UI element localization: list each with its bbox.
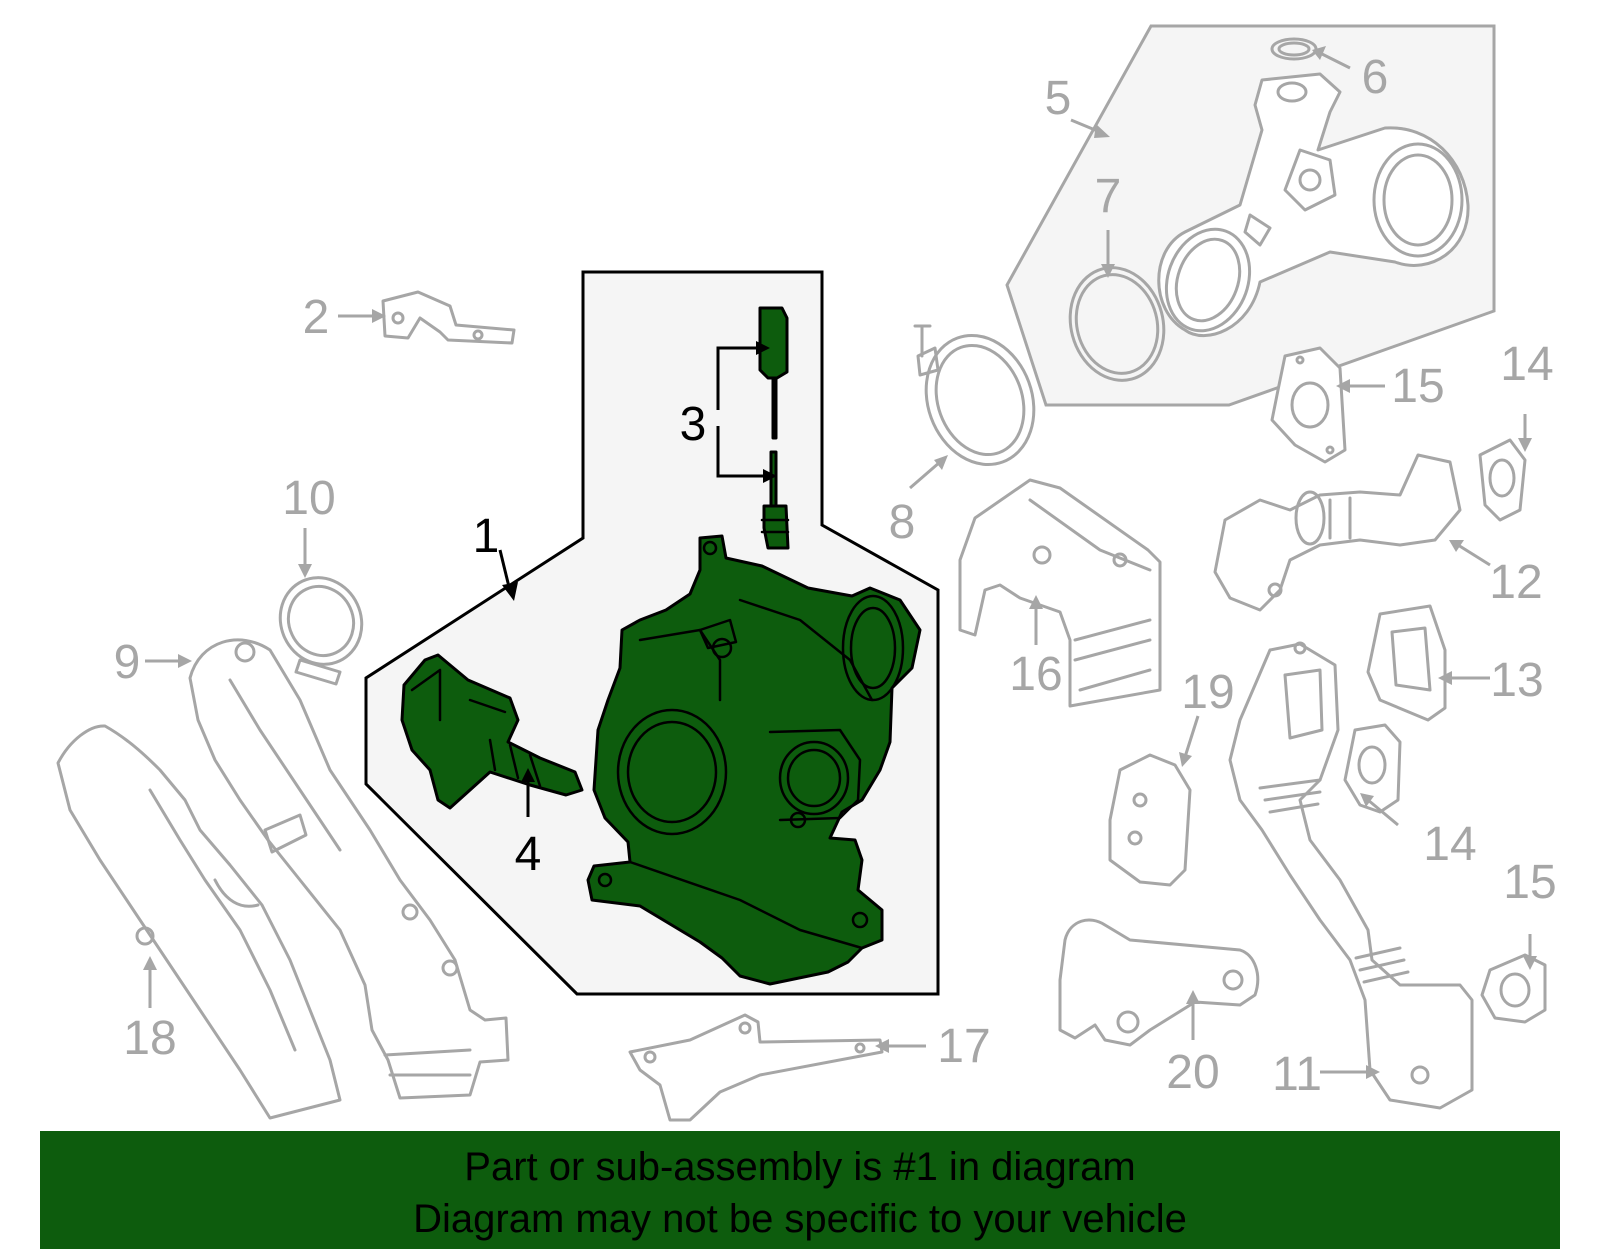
callout-7: 7 xyxy=(1095,170,1122,223)
part-7-gasket-ring[interactable] xyxy=(1058,257,1176,391)
part-16-heat-shield[interactable] xyxy=(958,478,1162,708)
part-11-downpipe[interactable] xyxy=(1228,641,1474,1110)
part-10-clamp[interactable] xyxy=(266,564,376,686)
callout-10: 10 xyxy=(282,472,335,525)
part-13-gasket[interactable] xyxy=(1366,604,1447,722)
part-5-intake-pipe[interactable] xyxy=(1153,72,1470,343)
callout-9: 9 xyxy=(114,636,141,689)
callout-16: 16 xyxy=(1009,648,1062,701)
part-12-exhaust-pipe[interactable] xyxy=(1213,453,1462,612)
part-17-shield-plate[interactable] xyxy=(628,1013,884,1122)
part-15-gasket-lower[interactable] xyxy=(1480,953,1547,1024)
callout-18: 18 xyxy=(123,1012,176,1065)
callout-12: 12 xyxy=(1489,556,1542,609)
callout-6: 6 xyxy=(1362,51,1389,104)
arrowheads xyxy=(143,46,1537,1079)
part-14-gasket-upper[interactable] xyxy=(1478,438,1527,522)
callout-2: 2 xyxy=(303,291,330,344)
part-4-actuator[interactable] xyxy=(400,653,584,810)
notice-banner: Part or sub-assembly is #1 in diagram Di… xyxy=(40,1131,1560,1249)
part-1-turbocharger[interactable] xyxy=(586,534,922,986)
part-2-bracket[interactable] xyxy=(381,290,516,345)
part-18-heat-shield[interactable] xyxy=(56,724,342,1120)
part-15-gasket-upper[interactable] xyxy=(1270,346,1347,464)
callout-11: 11 xyxy=(1272,1048,1322,1101)
leader-lines xyxy=(145,52,1532,1074)
callout-4: 4 xyxy=(515,828,542,881)
notice-line-part-number: Part or sub-assembly is #1 in diagram xyxy=(464,1145,1136,1189)
callout-17: 17 xyxy=(937,1020,990,1073)
callout-19: 19 xyxy=(1181,666,1234,719)
part-14-gasket-lower[interactable] xyxy=(1343,723,1402,814)
callout-13: 13 xyxy=(1490,654,1543,707)
callout-5: 5 xyxy=(1045,72,1072,125)
callout-1: 1 xyxy=(473,510,500,563)
part-20-manifold[interactable] xyxy=(1058,918,1260,1047)
callout-8: 8 xyxy=(889,496,916,549)
part-8-v-band-clamp[interactable] xyxy=(909,320,1052,480)
part-3-sensor[interactable] xyxy=(758,306,790,550)
callout-15-lower: 15 xyxy=(1503,856,1556,909)
part-19-heat-shield[interactable] xyxy=(1108,753,1192,887)
part-9-tube[interactable] xyxy=(188,638,510,1100)
callout-14-upper: 14 xyxy=(1500,338,1553,391)
callout-15-upper: 15 xyxy=(1391,360,1444,413)
callout-14-lower: 14 xyxy=(1423,818,1476,871)
notice-line-vehicle-disclaimer: Diagram may not be specific to your vehi… xyxy=(413,1197,1187,1241)
callout-labels: 1 2 3 4 5 6 7 8 9 10 11 12 13 14 14 15 1… xyxy=(114,51,1557,1101)
callout-20: 20 xyxy=(1166,1046,1219,1099)
callout-3: 3 xyxy=(680,398,707,451)
